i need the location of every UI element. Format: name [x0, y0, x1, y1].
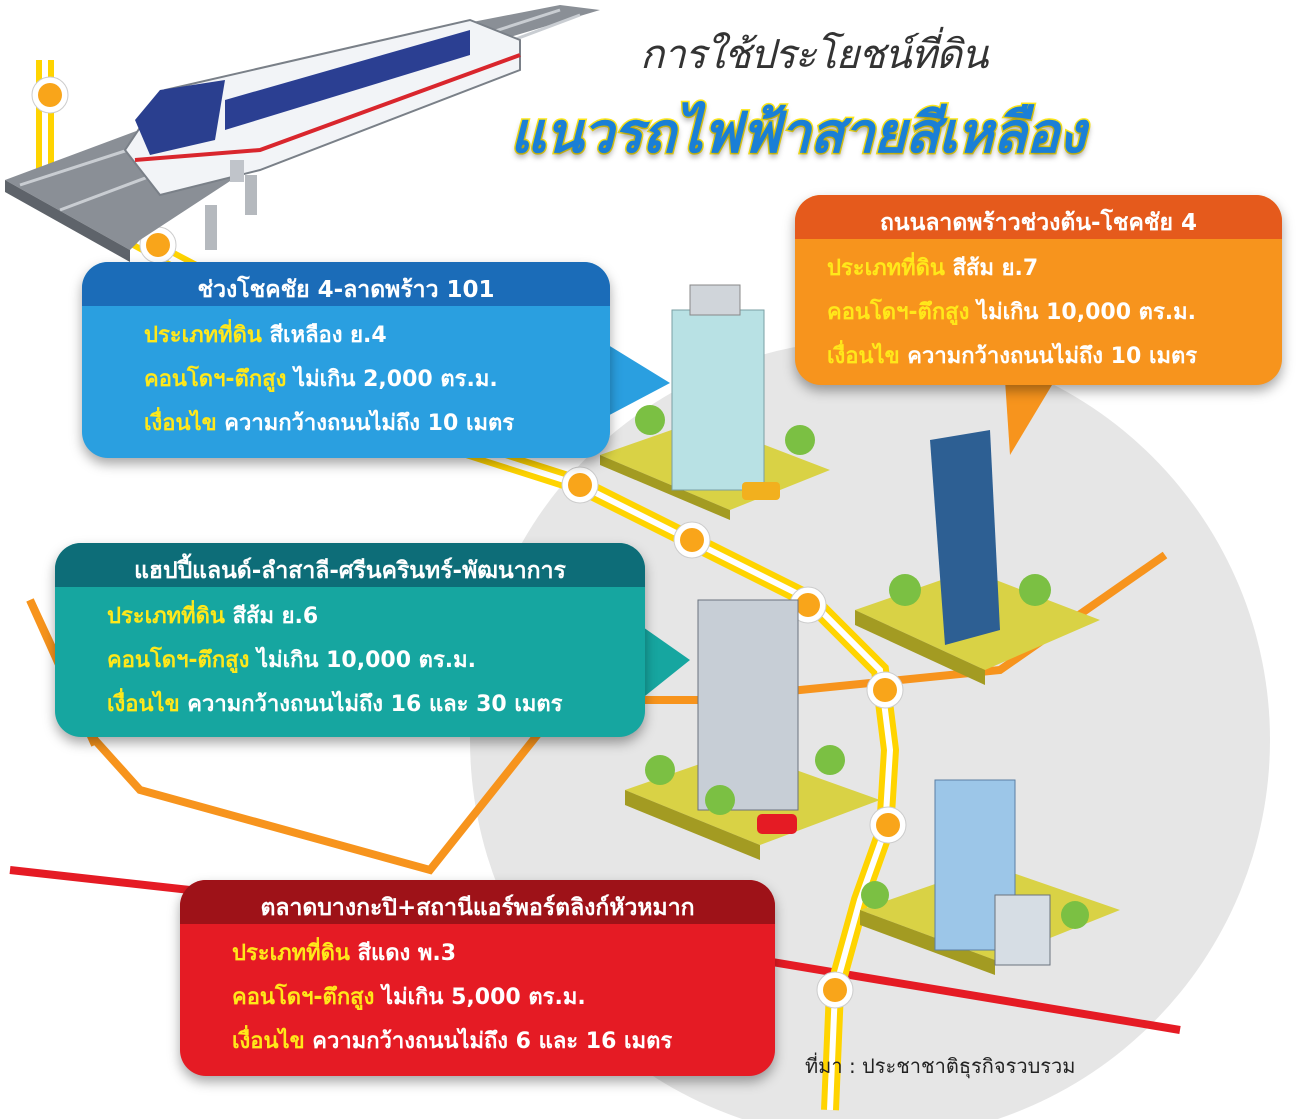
- condo-label: คอนโดฯ-ตึกสูง: [144, 367, 287, 392]
- stations: [31, 76, 907, 1009]
- building-tower-1: [600, 284, 830, 520]
- train-illustration: [123, 18, 521, 197]
- condo-row: คอนโดฯ-ตึกสูง ไม่เกิน 10,000 ตร.ม.: [107, 639, 645, 683]
- bubble-tail-1: [600, 340, 670, 420]
- land-type-label: ประเภทที่ดิน: [827, 256, 945, 281]
- condition-value: ความกว้างถนนไม่ถึง 6 และ 16 เมตร: [312, 1029, 673, 1054]
- info-card-happyland-phatthanakan: แฮปปี้แลนด์-ลำสาลี-ศรีนครินทร์-พัฒนาการ …: [55, 543, 645, 737]
- condo-row: คอนโดฯ-ตึกสูง ไม่เกิน 2,000 ตร.ม.: [144, 358, 610, 402]
- condition-label: เงื่อนไข: [232, 1029, 305, 1054]
- source-credit: ที่มา : ประชาชาติธุรกิจรวบรวม: [805, 1054, 1076, 1078]
- info-card-bangkapi-huamak: ตลาดบางกะปิ+สถานีแอร์พอร์ตลิงก์หัวหมาก ป…: [180, 880, 775, 1076]
- condition-row: เงื่อนไข ความกว้างถนนไม่ถึง 6 และ 16 เมต…: [232, 1020, 775, 1064]
- land-type-label: ประเภทที่ดิน: [144, 323, 262, 348]
- building-tower-4: [860, 779, 1120, 975]
- land-type-label: ประเภทที่ดิน: [107, 604, 225, 629]
- building-tower-2: [855, 430, 1100, 685]
- land-type-row: ประเภทที่ดิน สีส้ม ย.6: [107, 595, 645, 639]
- condition-label: เงื่อนไข: [827, 344, 900, 369]
- condition-row: เงื่อนไข ความกว้างถนนไม่ถึง 16 และ 30 เม…: [107, 683, 645, 727]
- condo-row: คอนโดฯ-ตึกสูง ไม่เกิน 5,000 ตร.ม.: [232, 976, 775, 1020]
- info-card-chokchai-ladprao: ช่วงโชคชัย 4-ลาดพร้าว 101 ประเภทที่ดิน ส…: [82, 262, 610, 458]
- condo-label: คอนโดฯ-ตึกสูง: [827, 300, 970, 325]
- condition-label: เงื่อนไข: [107, 692, 180, 717]
- land-type-row: ประเภทที่ดิน สีแดง พ.3: [232, 932, 775, 976]
- orange-line: [26, 551, 1168, 875]
- building-tower-3: [625, 599, 880, 860]
- condition-row: เงื่อนไข ความกว้างถนนไม่ถึง 10 เมตร: [144, 402, 610, 446]
- bubble-tail-3: [640, 625, 690, 700]
- land-type-label: ประเภทที่ดิน: [232, 941, 350, 966]
- card-heading: ตลาดบางกะปิ+สถานีแอร์พอร์ตลิงก์หัวหมาก: [180, 880, 775, 924]
- bubble-tail-2: [1005, 380, 1055, 455]
- card-heading: ถนนลาดพร้าวช่วงต้น-โชคชัย 4: [795, 195, 1282, 239]
- condo-label: คอนโดฯ-ตึกสูง: [107, 648, 250, 673]
- land-type-value: สีเหลือง ย.4: [269, 323, 387, 348]
- info-card-ladprao-early: ถนนลาดพร้าวช่วงต้น-โชคชัย 4 ประเภทที่ดิน…: [795, 195, 1282, 385]
- land-type-row: ประเภทที่ดิน สีส้ม ย.7: [827, 247, 1282, 291]
- condition-value: ความกว้างถนนไม่ถึง 16 และ 30 เมตร: [187, 692, 563, 717]
- condition-value: ความกว้างถนนไม่ถึง 10 เมตร: [907, 344, 1198, 369]
- land-type-value: สีส้ม ย.6: [232, 604, 319, 629]
- condo-value: ไม่เกิน 5,000 ตร.ม.: [382, 985, 586, 1010]
- condo-row: คอนโดฯ-ตึกสูง ไม่เกิน 10,000 ตร.ม.: [827, 291, 1282, 335]
- condo-value: ไม่เกิน 10,000 ตร.ม.: [257, 648, 476, 673]
- condo-label: คอนโดฯ-ตึกสูง: [232, 985, 375, 1010]
- land-type-value: สีส้ม ย.7: [952, 256, 1039, 281]
- condition-label: เงื่อนไข: [144, 411, 217, 436]
- condo-value: ไม่เกิน 10,000 ตร.ม.: [977, 300, 1196, 325]
- card-heading: ช่วงโชคชัย 4-ลาดพร้าว 101: [82, 262, 610, 306]
- land-type-value: สีแดง พ.3: [357, 941, 457, 966]
- condition-row: เงื่อนไข ความกว้างถนนไม่ถึง 10 เมตร: [827, 335, 1282, 379]
- condition-value: ความกว้างถนนไม่ถึง 10 เมตร: [224, 411, 515, 436]
- page-title-line1: การใช้ประโยชน์ที่ดิน: [640, 32, 988, 78]
- land-type-row: ประเภทที่ดิน สีเหลือง ย.4: [144, 314, 610, 358]
- card-heading: แฮปปี้แลนด์-ลำสาลี-ศรีนครินทร์-พัฒนาการ: [55, 543, 645, 587]
- page-title-line2: แนวรถไฟฟ้าสายสีเหลือง: [509, 100, 1088, 168]
- condo-value: ไม่เกิน 2,000 ตร.ม.: [294, 367, 498, 392]
